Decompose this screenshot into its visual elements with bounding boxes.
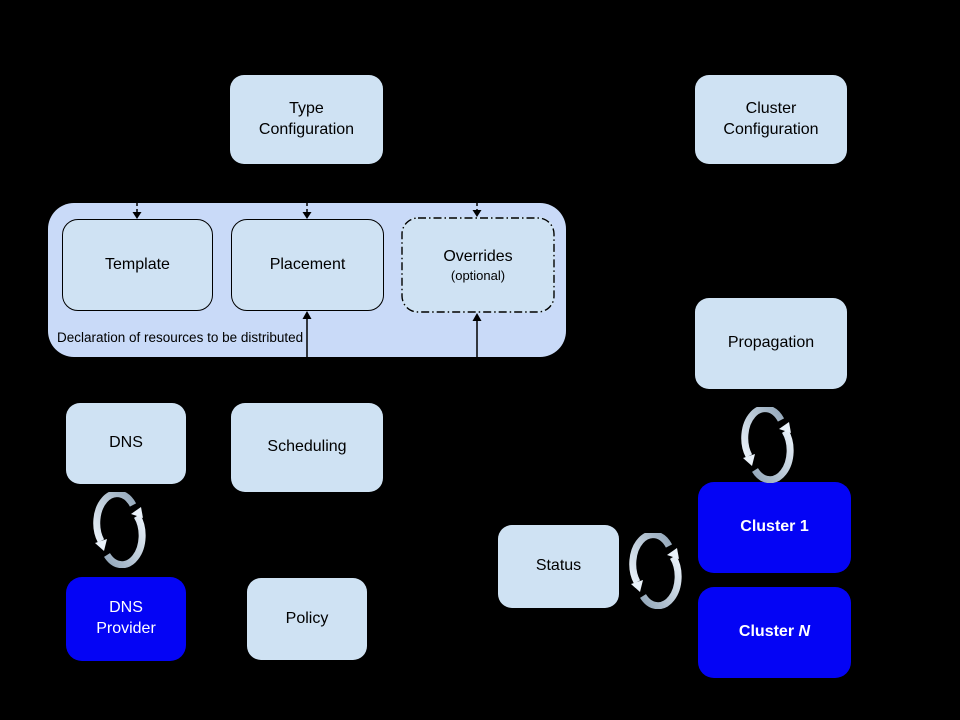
node-cluster-n-label: Cluster N [739,622,810,643]
node-type-configuration-label: Type Configuration [258,99,355,138]
node-dns-provider-label: DNS Provider [96,599,156,637]
sync-cycle-icon-dns [93,492,146,568]
node-overrides-label: Overrides [443,247,513,265]
sync-cycle-icon-status [629,533,682,609]
node-dns-label: DNS [109,434,143,452]
node-dns-provider: DNS Provider [66,577,186,661]
resource-declaration-caption: Declaration of resources to be distribut… [57,330,304,345]
node-placement: Placement [231,219,384,311]
node-policy: Policy [247,578,367,660]
node-cluster-configuration-label: Cluster Configuration [723,99,819,138]
node-template: Template [62,219,213,311]
sync-cycle-icon-propagation [741,407,794,483]
node-cluster-configuration: Cluster Configuration [695,75,847,164]
cluster-n-variable: N [798,623,811,641]
node-overrides: Overrides (optional) [401,217,555,313]
node-placement-label: Placement [269,255,346,273]
node-template-label: Template [105,255,170,273]
node-overrides-sublabel: (optional) [450,267,506,283]
node-cluster-1: Cluster 1 [698,482,851,573]
node-dns: DNS [66,403,186,484]
node-propagation: Propagation [695,298,847,389]
node-scheduling-label: Scheduling [267,438,347,456]
node-propagation-label: Propagation [727,334,815,352]
cluster-n-prefix: Cluster [738,623,799,641]
node-cluster-1-label: Cluster 1 [740,518,809,536]
node-scheduling: Scheduling [231,403,383,492]
node-status: Status [498,525,619,608]
overrides-dashdot-border [401,217,555,313]
node-type-configuration: Type Configuration [230,75,383,164]
node-policy-label: Policy [285,609,329,627]
node-status-label: Status [535,557,582,575]
node-cluster-n: Cluster N [698,587,851,678]
